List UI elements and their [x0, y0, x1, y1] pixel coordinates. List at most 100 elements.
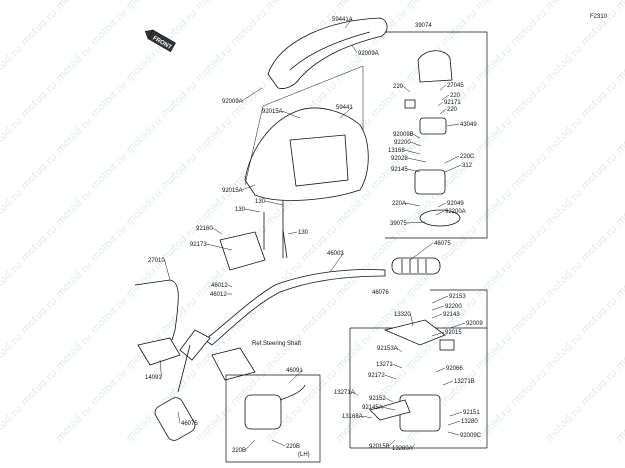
part-label: 92066 [446, 366, 463, 372]
part-label: 92009A [222, 99, 243, 105]
leader-line [402, 85, 411, 93]
part-label: 92160 [196, 226, 213, 232]
watermark-text: motod.ru [544, 332, 584, 372]
leader-line [264, 200, 284, 206]
part-label: 220A [392, 201, 406, 207]
part-label: 92015B [369, 444, 390, 450]
leader-line [206, 243, 233, 251]
watermark-text: motod.ru [544, 0, 584, 12]
watermark-text: motod.ru [19, 368, 59, 408]
watermark-text: motod.ru [509, 8, 549, 48]
watermark-text: motod.ru [474, 332, 514, 372]
part-label: 27045 [447, 83, 464, 89]
part-label: 13271 [376, 362, 393, 368]
leader-line [353, 391, 359, 397]
part-label: 13271B [454, 379, 475, 385]
watermark-text: motod.ru [474, 116, 514, 156]
leader-line [442, 380, 454, 386]
part-label: 92009A [358, 51, 379, 57]
watermark-text: motod.ru [334, 332, 374, 372]
watermark-text: motod.ru [0, 116, 24, 156]
part-label: 13280 [461, 419, 478, 425]
watermark-text: motod.ru [544, 44, 584, 84]
watermark-text: motod.ru [264, 0, 304, 12]
watermark-text: motod.ru [19, 152, 59, 192]
leader-line [412, 133, 421, 139]
leader-line [431, 331, 445, 337]
watermark-text: motod.ru [614, 260, 625, 300]
leader-line [351, 44, 358, 54]
leader-line [164, 259, 171, 281]
leader-line [344, 18, 352, 29]
watermark-text: motod.ru [0, 188, 24, 228]
part-label: 92172 [368, 373, 385, 379]
leader-line [241, 87, 263, 102]
leader-line [212, 227, 223, 235]
part-label: 220B [232, 448, 246, 454]
part-label: 92049 [447, 201, 464, 207]
watermark-text: motod.ru [544, 188, 584, 228]
leader-line [271, 439, 286, 447]
part-labels: 59441A92009A92009A92015A5944192015A39074… [145, 17, 483, 454]
watermark-text: motod.ru [124, 260, 164, 300]
leader-line [388, 439, 396, 447]
watermark-text: motod.ru [299, 296, 339, 336]
part-label: 130 [298, 230, 309, 236]
watermark-text: motod.ru [439, 368, 479, 408]
grip-pattern [401, 259, 427, 273]
leader-line [431, 313, 443, 319]
watermark-text: motod.ru [54, 260, 94, 300]
watermark-text: motod.ru [159, 296, 199, 336]
watermark-text: motod.ru [579, 296, 619, 336]
leader-line [227, 284, 233, 288]
diagram-code: F2310 [590, 14, 608, 20]
leader-line [431, 305, 445, 311]
part-label: 46076 [372, 290, 389, 296]
lh-note: (LH) [298, 452, 310, 458]
watermark-text: motod.ru [19, 8, 59, 48]
leader-line [407, 157, 427, 163]
part-label: 92153A [377, 346, 398, 352]
watermark-text: motod.ru [159, 80, 199, 120]
watermark-text: motod.ru [89, 80, 129, 120]
leader-line [411, 443, 416, 449]
leader-line [435, 210, 445, 216]
ref-steering-note: Ref.Steering Shaft [252, 341, 301, 347]
watermark-text: motod.ru [544, 260, 584, 300]
watermark-text: motod.ru [579, 224, 619, 264]
part-label: 92145 [391, 167, 408, 173]
watermark-text: motod.ru [299, 368, 339, 408]
part-label: 39074 [415, 23, 432, 29]
watermark-text: motod.ru [194, 404, 234, 444]
part-label: 92009 [466, 321, 483, 327]
leader-line [409, 242, 434, 261]
leader-line [444, 155, 460, 164]
watermark-text: motod.ru [194, 0, 234, 12]
watermark-text: motod.ru [89, 224, 129, 264]
watermark-text: motod.ru [579, 368, 619, 408]
leader-line [405, 202, 421, 207]
part-label: 92143 [443, 312, 460, 318]
watermark-text: motod.ru [0, 44, 24, 84]
part-label: 130 [255, 199, 266, 205]
watermark-text: motod.ru [474, 44, 514, 84]
part-label: 92200 [445, 304, 462, 310]
part-label: 39075 [390, 221, 407, 227]
part-label: 220B [286, 444, 300, 450]
leader-line [447, 420, 461, 426]
leader-line [446, 123, 460, 127]
watermark-text: motod.ru [54, 44, 94, 84]
watermark-text: motod.ru [334, 260, 374, 300]
watermark-text: motod.ru [124, 0, 164, 12]
part-label: 220C [460, 154, 475, 160]
watermark-text: motod.ru [509, 80, 549, 120]
part-label: 92015A [262, 109, 283, 115]
leader-line [396, 347, 403, 353]
watermark-text: motod.ru [89, 8, 129, 48]
part-label: 43049 [460, 122, 477, 128]
watermark-text: motod.ru [264, 332, 304, 372]
watermark-text: motod.ru [124, 116, 164, 156]
leader-line [404, 149, 421, 155]
watermark-text: motod.ru [54, 404, 94, 444]
part-label: 92171 [444, 100, 461, 106]
